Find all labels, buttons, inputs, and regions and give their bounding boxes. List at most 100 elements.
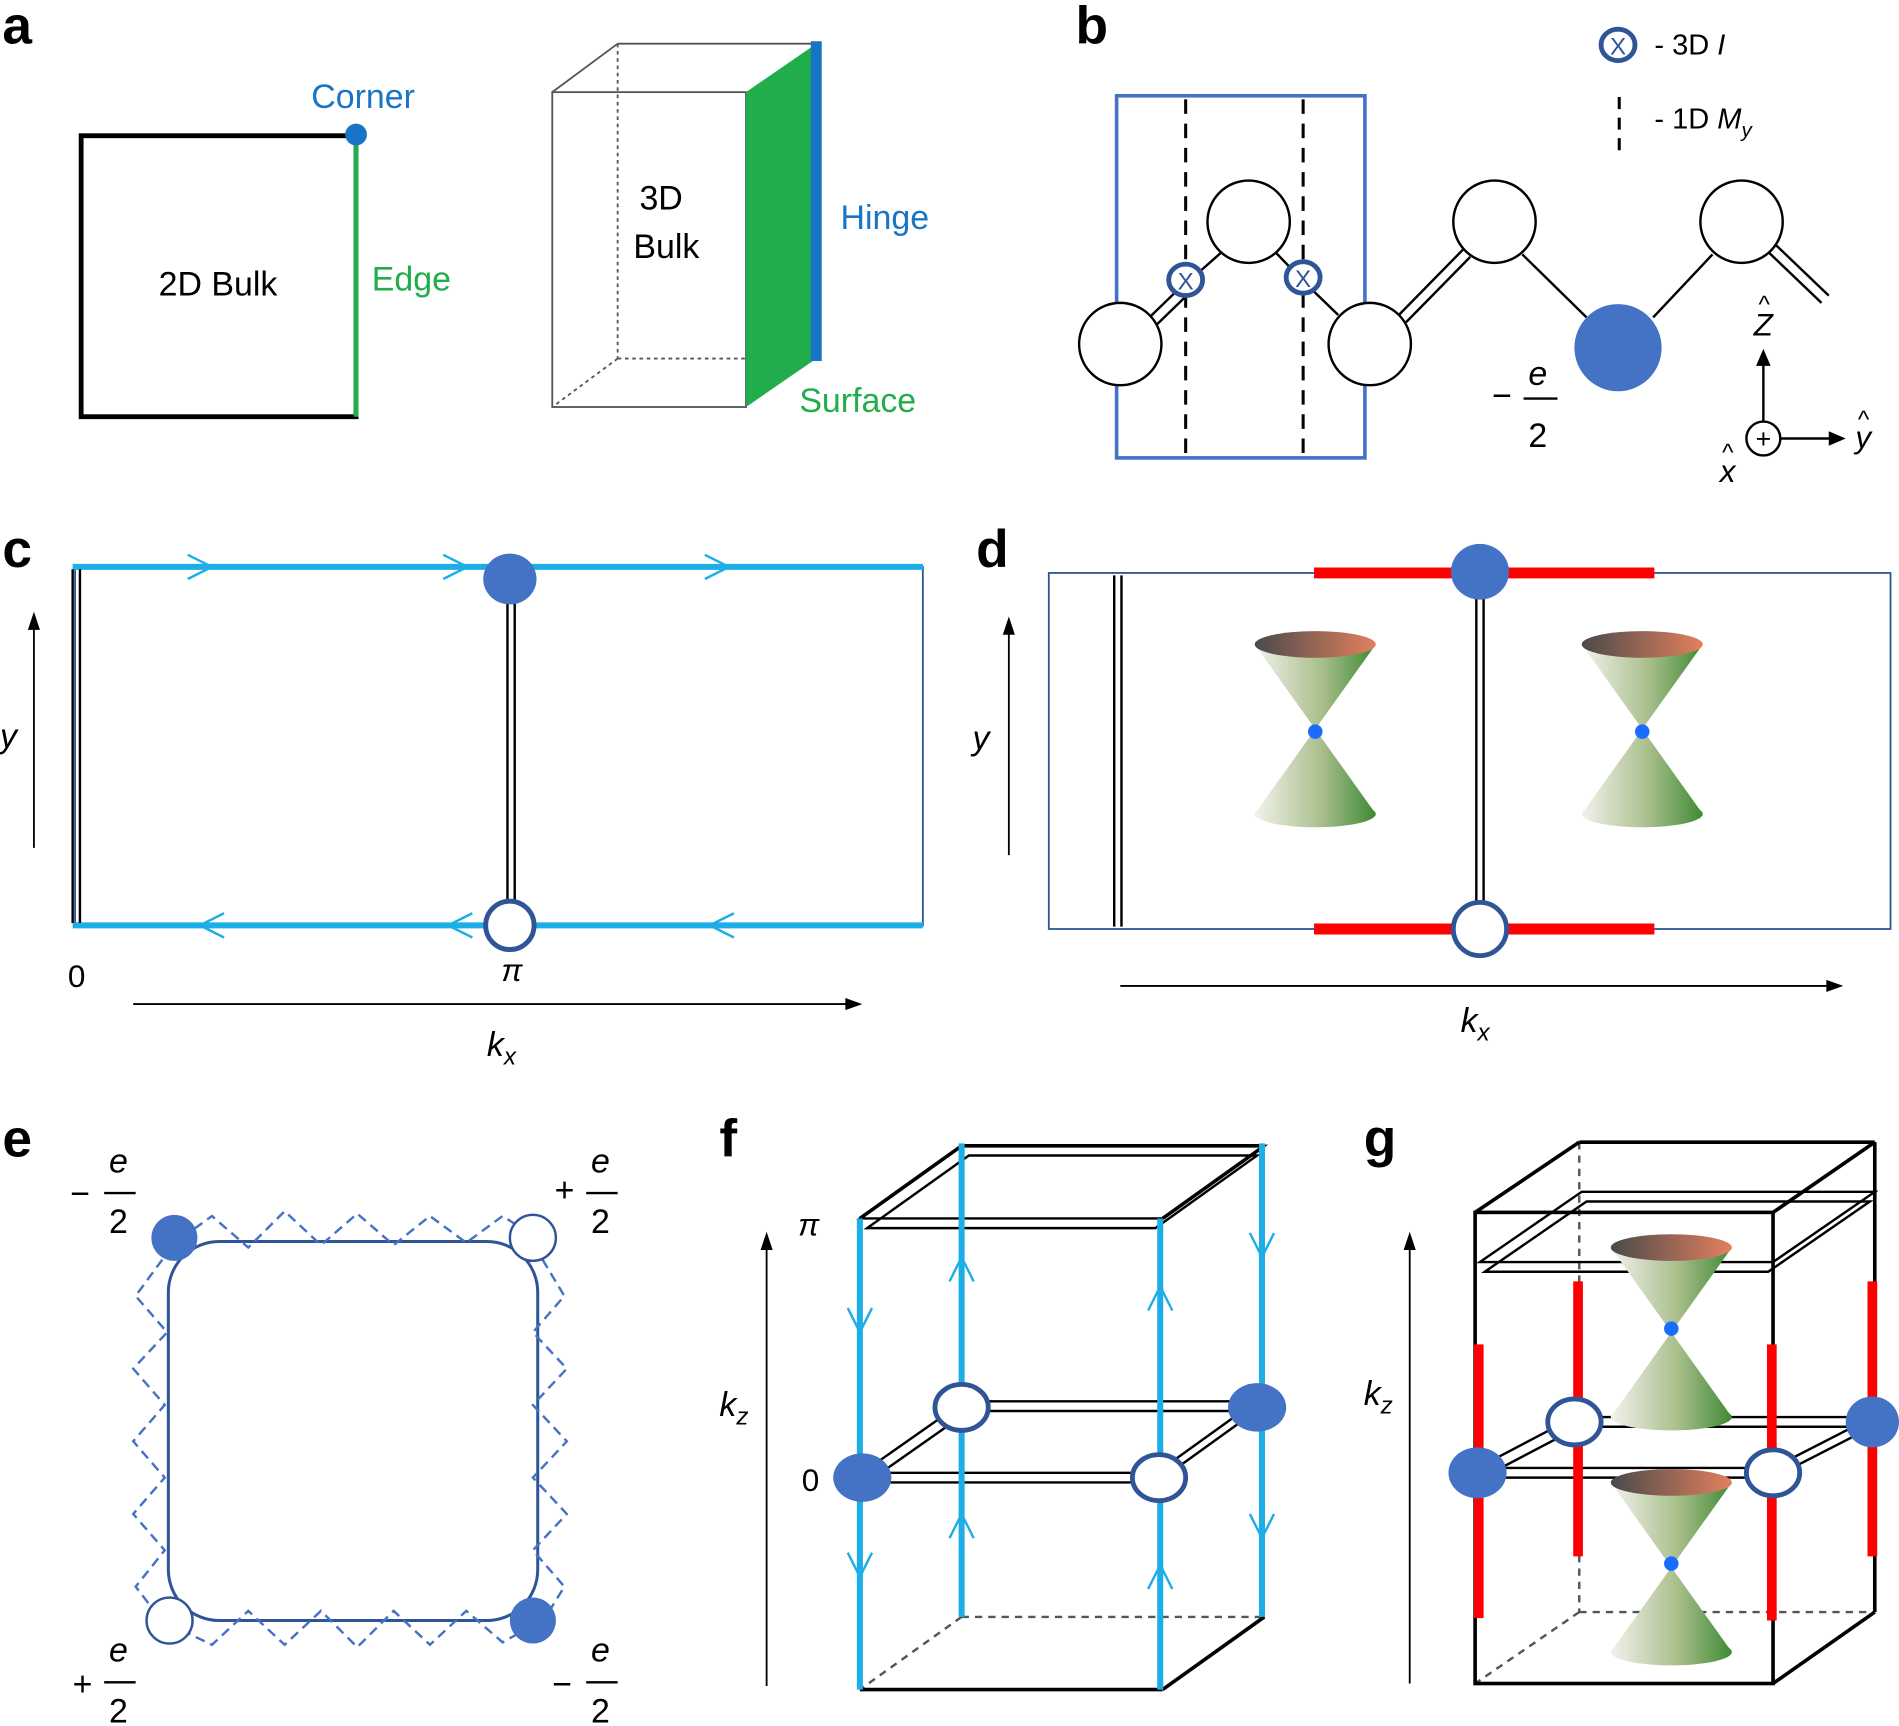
y-axis-label-d: y [971, 720, 992, 758]
zigzag-bottom [181, 1609, 534, 1649]
arrow-down-f-1 [846, 1307, 874, 1336]
axis-y-label: y [1853, 420, 1873, 455]
panel-c-frame [74, 565, 924, 927]
kx-label-c: kx [487, 1026, 517, 1070]
surface-face [746, 43, 817, 408]
br-den: 2 [591, 1692, 610, 1726]
kx-label-d: kx [1461, 1002, 1491, 1046]
kz-label-g: kz [1364, 1375, 1393, 1419]
kx-axis-arrowhead-d [1826, 979, 1844, 992]
hinge-label: Hinge [841, 199, 930, 237]
bl-sign: + [73, 1666, 93, 1704]
legend-inversion-symbol: X [1610, 34, 1626, 61]
axis-y-arrowhead [1828, 431, 1846, 446]
bond-7 [1652, 253, 1714, 319]
box-g-bottom-right [1772, 1610, 1876, 1686]
atom-3 [1327, 301, 1413, 387]
double-bond-8a [1764, 248, 1823, 304]
tl-sign: − [70, 1175, 90, 1213]
inversion-center-2-symbol: X [1295, 266, 1311, 293]
panel-f: f [719, 1110, 1287, 1692]
arrow-left-3 [706, 912, 735, 939]
inversion-center-1 [1166, 261, 1206, 299]
axis-z-hat: ^ [1759, 292, 1771, 319]
axis-z-label: Z [1753, 308, 1775, 343]
zigzag-top [180, 1209, 534, 1250]
charge-sign: − [1492, 377, 1512, 415]
inversion-center-1-symbol: X [1178, 269, 1194, 296]
legend-inversion-text: - 3D I [1654, 30, 1725, 62]
box-f-hidden [859, 1615, 1265, 1691]
double-bond-5a [1397, 248, 1464, 316]
tr-sign: + [555, 1172, 575, 1210]
unit-cell-frame [1114, 93, 1367, 460]
tr-num: e [591, 1142, 610, 1180]
plane-zero-f [861, 1400, 1257, 1484]
y-axis-label-c: y [0, 717, 19, 755]
kz-axis-arrowhead-f [760, 1231, 773, 1250]
box-g-hidden-diag [1474, 1611, 1580, 1685]
bl-den: 2 [109, 1692, 128, 1726]
corner-charge-tl [151, 1214, 198, 1261]
surface-label: Surface [799, 382, 916, 420]
hinge-arrows-f [846, 1232, 1276, 1590]
corner-charge-br [509, 1597, 556, 1644]
panel-c-letter: c [2, 520, 32, 579]
panel-a: a Corner Edge 2D Bulk 3D Bulk Hinge Surf… [2, 0, 929, 420]
y-axis-arrowhead-d [1002, 616, 1015, 635]
atom-6 [1699, 179, 1784, 265]
double-bond-5b [1405, 255, 1472, 324]
arrow-down-f-2 [846, 1552, 874, 1580]
bottom-hollow-node [483, 898, 537, 953]
node-f-front-left [833, 1453, 892, 1502]
pi-label-f: π [798, 1207, 820, 1242]
bulk-3d-label-line2: Bulk [633, 228, 699, 266]
box-g-top-left [1474, 1140, 1581, 1214]
panel-e: e − e 2 + e 2 + e 2 − e 2 [2, 1110, 618, 1726]
zero-label-c: 0 [68, 959, 86, 994]
legend-mirror-text: - 1D My [1654, 103, 1753, 141]
corner-charge-tr [508, 1213, 558, 1263]
top-filled-node [483, 553, 537, 605]
dirac-point-lower [1664, 1556, 1679, 1571]
node-g-front-left [1448, 1447, 1507, 1499]
box-hidden-edge-d [551, 357, 619, 408]
node-g-back-left [1545, 1396, 1604, 1448]
tl-den: 2 [109, 1203, 128, 1241]
panel-f-letter: f [719, 1110, 737, 1169]
zigzag-right [531, 1259, 569, 1619]
panel-b: b X - 3D I - 1D My [1075, 0, 1873, 489]
br-sign: − [552, 1666, 572, 1704]
charge-numerator: e [1528, 355, 1547, 393]
axis-y-hat: ^ [1858, 407, 1870, 434]
br-num: e [591, 1632, 610, 1670]
axis-x-hat: ^ [1722, 439, 1734, 466]
kz-axis-arrowhead-g [1403, 1231, 1416, 1250]
panel-d-letter: d [976, 520, 1009, 579]
box-f-hidden-diag [859, 1615, 963, 1691]
plane-pi-f-inner [863, 1154, 1261, 1230]
box-edge-top-left [551, 42, 619, 93]
arrow-right-2 [442, 553, 471, 581]
node-f-back-left [932, 1381, 991, 1433]
axis-x-label: x [1718, 454, 1737, 489]
axis-x-circle [1745, 420, 1782, 457]
charge-denominator: 2 [1528, 417, 1547, 455]
arrow-up-f-4 [1147, 1562, 1174, 1590]
axis-x-plus: + [1756, 424, 1772, 454]
bl-num: e [109, 1632, 128, 1670]
box-f-bottom-right [1161, 1615, 1266, 1692]
atom-2 [1206, 179, 1292, 265]
bulk-3d-label-line1: 3D [639, 180, 682, 218]
rounded-boundary [166, 1239, 540, 1623]
kz-label-f: kz [719, 1386, 748, 1430]
corner-dot [345, 123, 367, 146]
dirac-point-right [1634, 724, 1650, 739]
legend-inversion-icon [1598, 26, 1638, 64]
arrow-up-f-3 [1147, 1283, 1174, 1312]
pi-label-c: π [501, 953, 523, 988]
panel-g-letter: g [1364, 1110, 1397, 1169]
arrow-down-f-3 [1248, 1232, 1276, 1260]
node-g-front-right [1743, 1447, 1803, 1499]
